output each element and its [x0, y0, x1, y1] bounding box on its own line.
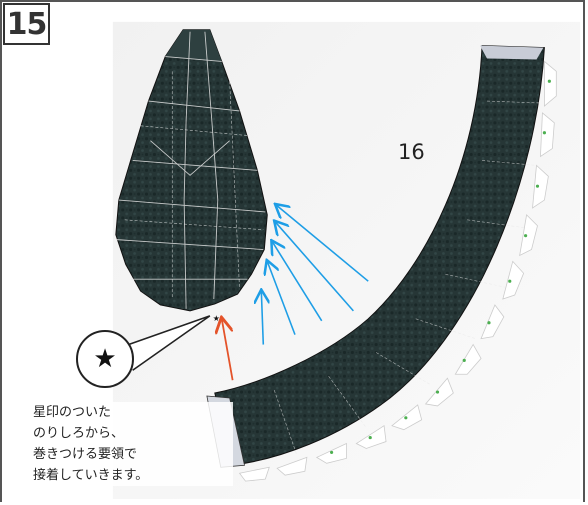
part-number-label: 16	[398, 140, 425, 164]
instruction-line: 接着していきます。	[33, 468, 149, 483]
callout-pointer	[128, 315, 211, 371]
instruction-line: 巻きつける要領で	[33, 447, 138, 462]
step-number-badge: 15	[3, 3, 50, 45]
step-number: 15	[6, 6, 48, 42]
direction-arrows	[261, 205, 369, 345]
instruction-text: 星印のついた のりしろから、 巻きつける要領で 接着していきます。	[33, 402, 233, 486]
instruction-photo: ★	[112, 21, 581, 499]
instruction-line: 星印のついた	[33, 405, 112, 420]
strip-part	[206, 45, 557, 482]
instruction-line: のりしろから、	[33, 426, 125, 441]
head-model	[115, 29, 268, 312]
star-mark: ★	[213, 314, 220, 323]
star-callout: ★	[76, 330, 134, 388]
star-icon: ★	[93, 344, 117, 374]
star-arrow	[222, 319, 234, 381]
